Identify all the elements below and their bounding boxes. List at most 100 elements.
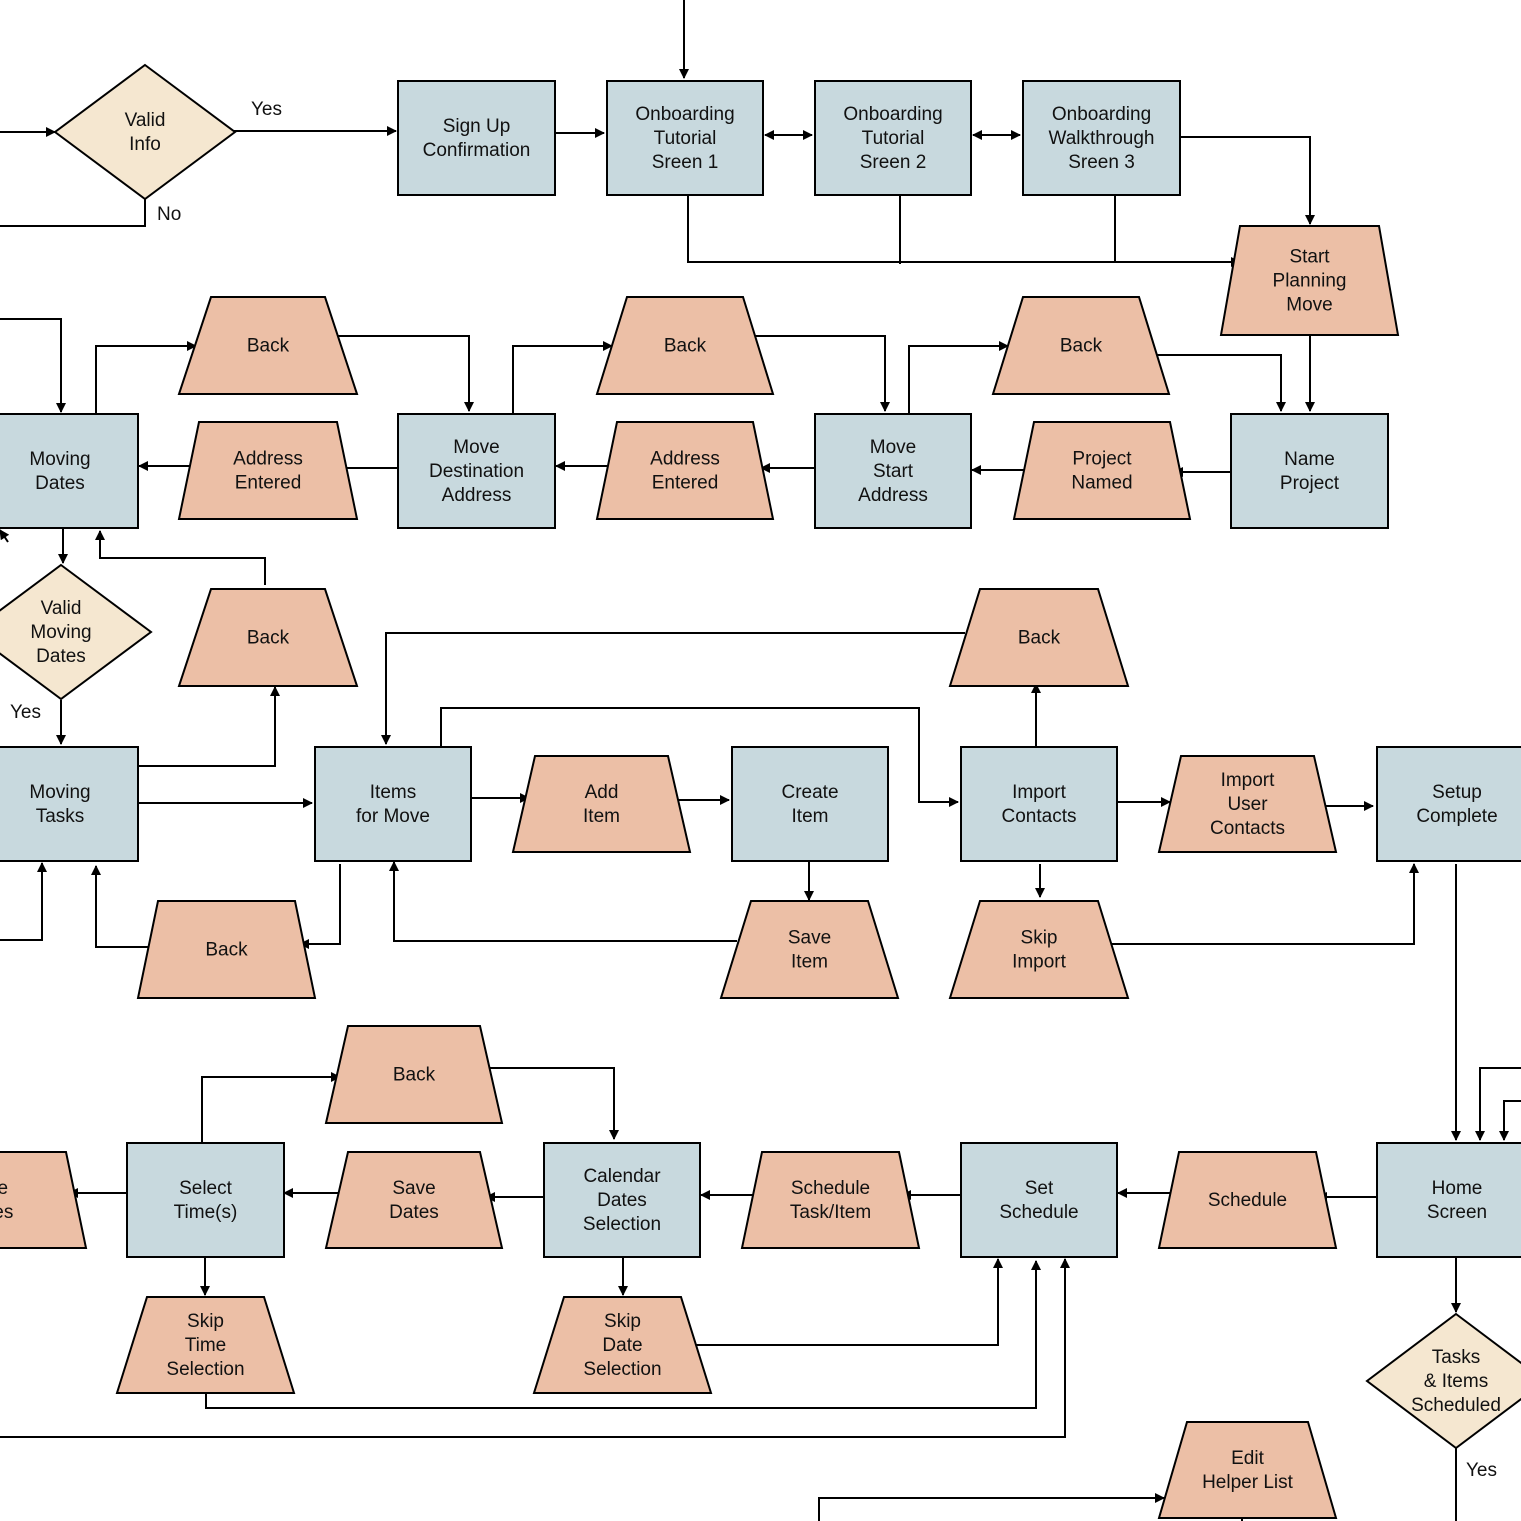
- project-named-shape: [1012, 421, 1192, 520]
- back-action-to-items-for-move[interactable]: Back: [948, 588, 1130, 687]
- node-label-line: Save: [788, 928, 831, 949]
- node-label-line: Task/Item: [790, 1202, 871, 1223]
- sign-up-confirmation-box: [397, 80, 556, 196]
- node-label-line: Select: [179, 1178, 233, 1199]
- address-entered-1-shape: [177, 421, 359, 520]
- node-label-line: Back: [247, 336, 290, 357]
- node-label-line: Back: [247, 628, 290, 649]
- node-label-line: Dates: [36, 646, 86, 667]
- node-label-line: Skip: [187, 1311, 224, 1332]
- node-label-line: Save: [392, 1178, 435, 1199]
- edge-onboarding3-start-planning: [1180, 136, 1315, 225]
- back-action-to-moving-tasks[interactable]: Back: [136, 900, 317, 999]
- save-times-action[interactable]: venes: [0, 1151, 88, 1249]
- node-label-line: Time(s): [174, 1202, 238, 1223]
- node-label-line: Back: [205, 940, 248, 961]
- node-label-line: Schedule: [999, 1202, 1078, 1223]
- back-action-to-destination[interactable]: Back: [177, 296, 359, 395]
- onboarding-3-box: [1022, 80, 1181, 196]
- node-label-line: Destination: [429, 461, 524, 482]
- node-label-line: Sreen 3: [1068, 152, 1135, 173]
- node-label-line: Start: [873, 461, 914, 482]
- valid-info-yes-label: Yes: [251, 99, 282, 120]
- schedule-action[interactable]: Schedule: [1157, 1151, 1338, 1249]
- back-action-to-moving-dates[interactable]: Back: [177, 588, 359, 687]
- back-action-to-calendar[interactable]: Back: [324, 1025, 504, 1124]
- node-label-line: Address: [650, 449, 720, 470]
- edge-skip-import-to-setup: [1108, 863, 1419, 945]
- back-action-to-start-address[interactable]: Back: [595, 296, 775, 395]
- add-item-shape: [511, 755, 692, 853]
- back-action-to-name-project[interactable]: Back: [991, 296, 1171, 395]
- import-user-contacts-shape: [1157, 755, 1338, 853]
- onboarding-2-box: [814, 80, 972, 196]
- edge-moving-tasks-to-back: [139, 686, 280, 767]
- node-label-line: Import: [1012, 782, 1067, 803]
- node-label-line: Import: [1221, 770, 1276, 791]
- node-label-line: Moving: [29, 782, 90, 803]
- home-screen-box: [1376, 1142, 1521, 1258]
- valid-moving-dates-diamond: [0, 563, 153, 701]
- node-label-line: Sreen 2: [860, 152, 927, 173]
- node-label-line: Sign Up: [443, 116, 511, 137]
- node-label-line: Sreen 1: [652, 152, 719, 173]
- node-label-line: Moving: [30, 622, 91, 643]
- valid-moving-dates-yes-label: Yes: [10, 702, 41, 723]
- save-dates-shape: [324, 1151, 504, 1249]
- node-label-line: Screen: [1427, 1202, 1487, 1223]
- skip-date-selection-shape: [532, 1296, 713, 1394]
- edge-back-tasks-to-moving-tasks: [91, 865, 150, 948]
- node-label-line: Setup: [1432, 782, 1482, 803]
- node-label-line: User: [1227, 794, 1268, 815]
- edge-select-times-to-back: [201, 1072, 341, 1142]
- edge-right-to-home-1: [1475, 1067, 1521, 1141]
- node-label-line: Move: [453, 437, 499, 458]
- save-times-partial-shape: [0, 1151, 88, 1249]
- node-label-line: Onboarding: [635, 104, 734, 125]
- node-label-line: Project: [1072, 449, 1132, 470]
- node-label-line: Contacts: [1210, 818, 1285, 839]
- node-label-line: Item: [791, 952, 828, 973]
- node-label-line: Skip: [1021, 928, 1058, 949]
- node-label-line: Back: [393, 1065, 436, 1086]
- edge-save-item-to-items: [389, 861, 737, 942]
- edge-back-to-start-address: [755, 335, 890, 412]
- node-label-line: Address: [858, 485, 928, 506]
- skip-time-selection-shape: [115, 1296, 296, 1394]
- node-label-line: Item: [792, 806, 829, 827]
- back-dates-shape: [177, 588, 359, 687]
- edge-back-to-name-project: [1156, 354, 1286, 412]
